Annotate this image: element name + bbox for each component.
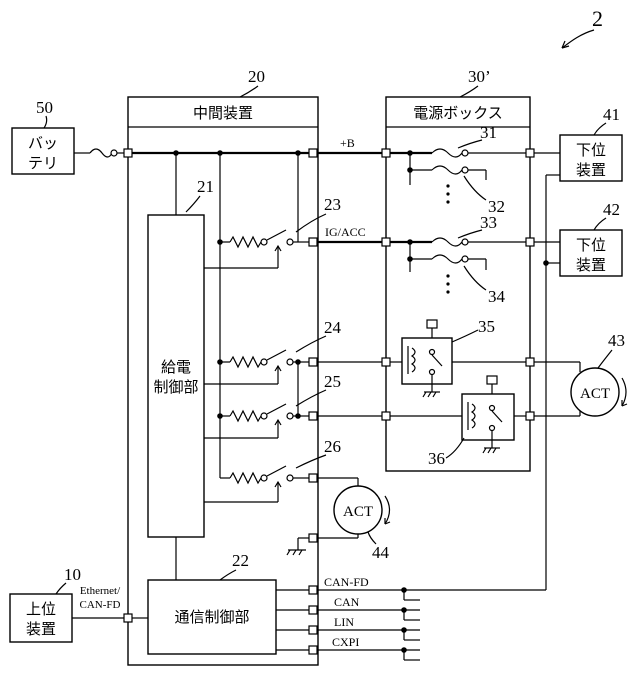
upper-device-label-2: 装置 — [26, 620, 56, 638]
fuse-31 — [431, 148, 463, 158]
actuator-43-label: ACT — [580, 386, 610, 402]
ref-22: 22 — [232, 551, 249, 570]
lower-device-41 — [559, 134, 623, 182]
ref-25: 25 — [324, 372, 341, 391]
ref-26: 26 — [324, 437, 341, 456]
ref-50: 50 — [36, 98, 53, 117]
resistor-25 — [229, 409, 262, 423]
comm-control-label: 通信制御部 — [174, 608, 249, 626]
ref-32: 32 — [488, 197, 505, 216]
bus-lin-label: LIN — [334, 615, 354, 629]
ref-42: 42 — [603, 200, 620, 219]
feed-control-label-1: 給電 — [161, 358, 191, 376]
lower-device-42-label-1: 下位 — [576, 236, 606, 254]
ref-44: 44 — [372, 543, 390, 562]
lower-device-42-label-2: 装置 — [576, 256, 606, 274]
ethernet-label-2: CAN-FD — [80, 599, 121, 611]
battery-fuse — [89, 148, 113, 158]
switch-23 — [266, 229, 287, 241]
fuse-34 — [431, 254, 463, 264]
ref-41: 41 — [603, 105, 620, 124]
feed-control-unit — [147, 214, 205, 538]
fuse-32 — [431, 165, 463, 175]
bus-can-label: CAN — [334, 595, 360, 609]
ethernet-label-1: Ethernet/ — [80, 585, 121, 597]
relay-36 — [461, 393, 515, 441]
ig-acc-label: IG/ACC — [325, 225, 366, 239]
resistor-26 — [229, 471, 262, 485]
power-box-title: 電源ボックス — [413, 104, 503, 122]
actuator-43 — [570, 367, 620, 417]
ref-23: 23 — [324, 195, 341, 214]
ref-34: 34 — [488, 287, 506, 306]
ref-33: 33 — [480, 213, 497, 232]
upper-device-label-1: 上位 — [26, 600, 56, 618]
resistor-24 — [229, 355, 262, 369]
switch-24 — [266, 349, 287, 361]
ref-24: 24 — [324, 318, 342, 337]
battery-label-2: テリ — [28, 154, 58, 172]
figure-number: 2 — [592, 6, 603, 31]
battery-box — [11, 127, 75, 175]
ref-30: 30’ — [468, 67, 491, 86]
relay-35 — [401, 337, 453, 385]
fuse-33 — [431, 237, 463, 247]
ref-35: 35 — [478, 317, 495, 336]
comm-control-unit — [147, 579, 277, 655]
bus-can-fd-label: CAN-FD — [324, 575, 369, 589]
figure-number-arrow — [561, 29, 595, 49]
ref-43: 43 — [608, 331, 625, 350]
ref-10: 10 — [64, 565, 81, 584]
plus-b-label: +B — [340, 136, 355, 150]
bus-cxpi-label: CXPI — [332, 635, 359, 649]
switch-25 — [266, 403, 287, 415]
lower-device-41-label-2: 装置 — [576, 161, 606, 179]
lower-device-42 — [559, 229, 623, 277]
ref-21: 21 — [197, 177, 214, 196]
intermediate-device-title: 中間装置 — [193, 104, 253, 122]
feed-control-label-2: 制御部 — [153, 378, 198, 396]
ref-20: 20 — [248, 67, 265, 86]
actuator-44-label: ACT — [343, 504, 373, 520]
ref-31: 31 — [480, 123, 497, 142]
terminal — [123, 148, 133, 158]
lower-device-41-label-1: 下位 — [576, 141, 606, 159]
ref-36: 36 — [428, 449, 445, 468]
resistor-23 — [229, 235, 262, 249]
upper-device-box — [9, 593, 73, 643]
battery-label-1: バッ — [28, 134, 58, 152]
switch-26 — [266, 465, 287, 477]
